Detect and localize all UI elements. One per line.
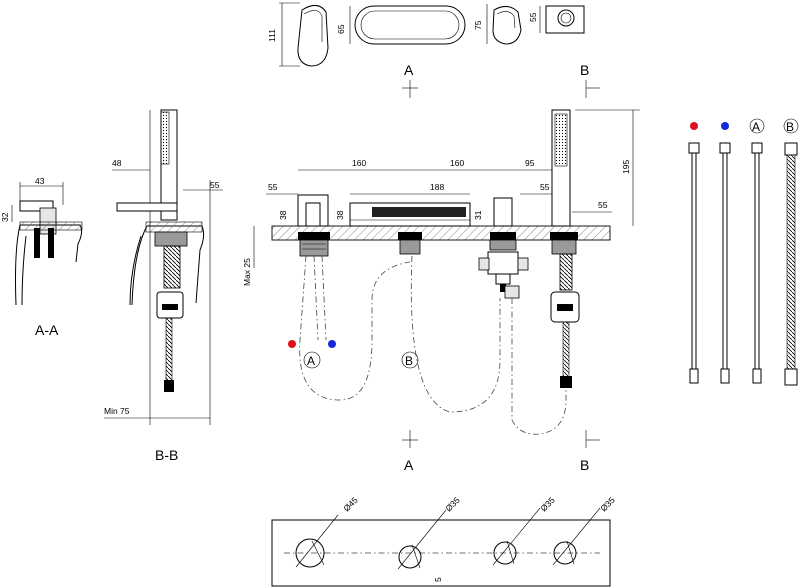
outlet-view — [545, 5, 585, 34]
spout-top-view — [354, 5, 466, 45]
section-markers-top: A B — [402, 62, 600, 98]
dim-dia35-c: Ø35 — [598, 495, 617, 514]
diverter-body — [493, 197, 513, 227]
hose-hot-dot — [690, 122, 698, 130]
hole-35-a — [398, 545, 422, 569]
cold-indicator-dot — [328, 340, 336, 348]
lever-side-view — [297, 5, 329, 67]
dim-max25: Max 25 — [242, 258, 252, 286]
hose-cold-dot — [721, 122, 729, 130]
section-label-a-bottom: A — [404, 457, 414, 473]
main-elevation: 160 160 95 188 55 55 55 195 38 38 31 Max… — [242, 109, 640, 473]
hose-label-b: B — [405, 354, 413, 368]
section-label-a-top: A — [404, 62, 414, 78]
hole-plan: Ø45 Ø35 Ø35 Ø35 5 — [271, 495, 617, 587]
section-label-bb: B-B — [155, 447, 178, 463]
dim-dia45: Ø45 — [341, 495, 360, 514]
dim-160-right: 160 — [450, 158, 464, 168]
dim-48: 48 — [112, 158, 122, 168]
dim-55-top: 55 — [528, 12, 538, 22]
dim-min75: Min 75 — [104, 406, 130, 416]
section-b-b: 48 55 Min 75 B-B — [104, 109, 223, 463]
dim-31: 31 — [473, 210, 483, 220]
dim-75: 75 — [473, 20, 483, 30]
hose-label-a: A — [307, 354, 315, 368]
hole-35-c — [553, 541, 577, 565]
dim-dia35-a: Ø35 — [443, 495, 462, 514]
hose-hot — [688, 142, 700, 384]
hose-kit: A B — [688, 118, 799, 386]
section-label-b-top: B — [580, 62, 589, 78]
dim-188: 188 — [430, 182, 444, 192]
hole-35-b — [493, 541, 517, 565]
kit-label-a: A — [752, 120, 760, 134]
dim-38-left: 38 — [278, 210, 288, 220]
dim-55-mid: 55 — [540, 182, 550, 192]
section-a-a: 43 32 A-A — [0, 176, 83, 338]
dim-95: 95 — [525, 158, 535, 168]
dim-55-left: 55 — [268, 182, 278, 192]
dim-dia35-b: Ø35 — [538, 495, 557, 514]
hole-45 — [295, 538, 325, 568]
small-lever-view — [492, 6, 522, 45]
dim-111: 111 — [267, 29, 277, 42]
hose-a — [751, 142, 763, 384]
dim-38-mid: 38 — [335, 210, 345, 220]
dim-43: 43 — [35, 176, 45, 186]
hose-b — [784, 142, 798, 386]
kit-label-b: B — [786, 120, 794, 134]
dim-55-bb: 55 — [210, 180, 220, 190]
dim-195: 195 — [621, 160, 631, 174]
dim-65: 65 — [336, 24, 346, 34]
hose-cold — [719, 142, 731, 384]
dim-160-left: 160 — [352, 158, 366, 168]
dim-55-right: 55 — [598, 200, 608, 210]
dim-32: 32 — [0, 212, 10, 222]
hot-indicator-dot — [288, 340, 296, 348]
section-label-aa: A-A — [35, 322, 59, 338]
dim-5: 5 — [433, 577, 443, 582]
top-handle-views: 111 65 75 55 — [267, 2, 585, 67]
section-label-b-bottom: B — [580, 457, 589, 473]
